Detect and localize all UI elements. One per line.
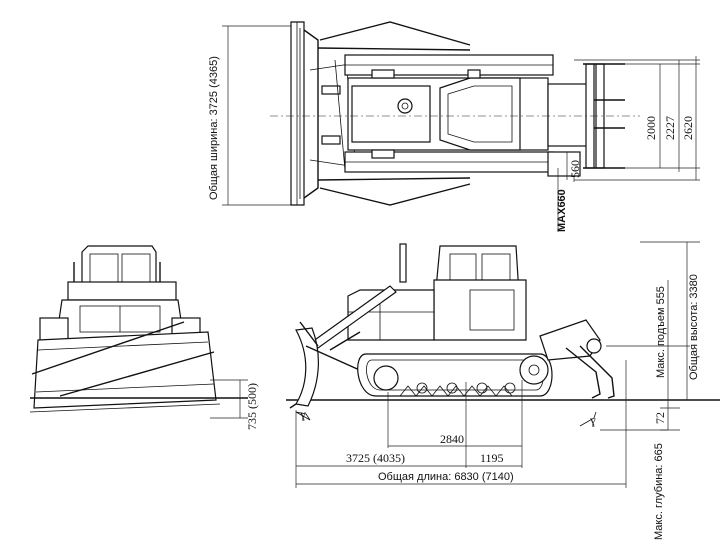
side-track xyxy=(357,353,553,397)
side-view: ɣ ɣ Макс. подъем 555 Общая высота: 3380 … xyxy=(286,241,720,540)
max-lift-label: Макс. подъем 555 xyxy=(655,286,667,378)
overall-length-label: Общая длина: 6830 (7140) xyxy=(378,471,514,483)
top-body xyxy=(347,69,549,159)
side-ripper xyxy=(539,319,690,399)
side-blade xyxy=(289,321,365,409)
dim-1195-label: 1195 xyxy=(480,451,504,465)
top-view: Общая ширина: 3725 (4365) xyxy=(208,21,700,232)
top-tracks xyxy=(344,54,554,173)
side-cab xyxy=(433,245,527,341)
dim-2227: 2227 xyxy=(663,116,677,140)
dim-735-label: 735 (500) xyxy=(245,383,259,430)
svg-text:ɣ: ɣ xyxy=(590,413,596,427)
max-depth-label: Макс. глубина: 665 xyxy=(653,443,665,540)
svg-text:ɣ: ɣ xyxy=(300,407,306,421)
dim-2840-label: 2840 xyxy=(440,432,464,446)
overall-width-label: Общая ширина: 3725 (4365) xyxy=(208,56,220,200)
top-ripper xyxy=(547,63,625,177)
dim-560: 560 xyxy=(568,160,582,178)
top-right-dimensions xyxy=(573,56,700,182)
dim-2620: 2620 xyxy=(681,116,695,140)
top-push-frame xyxy=(309,21,471,206)
dim-72-label: 72 xyxy=(653,412,667,424)
max-660-label: MAX660 xyxy=(556,189,568,232)
overall-height-label: Общая высота: 3380 xyxy=(688,274,700,380)
dim-2000: 2000 xyxy=(644,116,658,140)
dim-3725-label: 3725 (4035) xyxy=(346,451,405,465)
front-view: 735 (500) xyxy=(29,245,259,430)
top-blade xyxy=(290,21,319,206)
